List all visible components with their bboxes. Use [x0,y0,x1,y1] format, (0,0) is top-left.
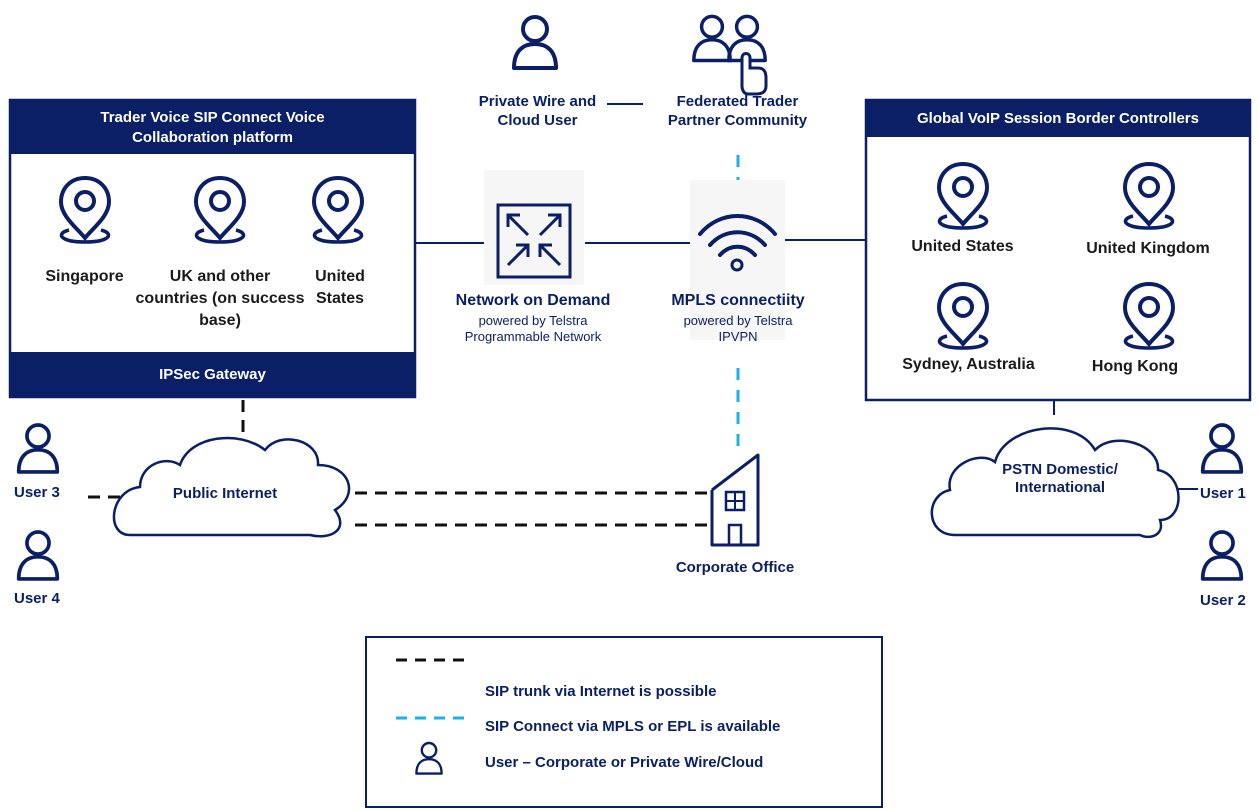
mpls-sub2: IPVPN [718,329,758,344]
location-us-right: United States [911,238,1014,255]
user-1-label: User 1 [1200,485,1246,502]
internet-dashed-links [88,400,712,527]
corporate-office-label: Corporate Office [675,559,795,576]
user-2-label: User 2 [1200,592,1246,609]
network-on-demand-icon [484,170,584,285]
legend-box [365,636,883,808]
location-us-left: United States [315,268,365,307]
user-3-label: User 3 [14,484,60,501]
location-uk: UK and other countries (on success base) [135,268,305,329]
federated-community-icon [692,14,768,96]
legend-black-dash-label: SIP trunk via Internet is possible [485,683,717,700]
ipsec-gateway-label: IPSec Gateway [159,366,266,383]
pstn-label-line2: International [1014,479,1105,496]
sbc-header-bar [866,100,1250,137]
public-internet-cloud [112,436,351,538]
sbc-title: Global VoIP Session Border Controllers [916,110,1199,127]
private-wire-label: Private Wire and Cloud User [478,93,597,129]
platform-header-bar [10,100,415,154]
nod-sub1: powered by Telstra [478,313,588,328]
platform-title: Trader Voice SIP Connect Voice Collabora… [100,109,325,146]
legend-user-label: User – Corporate or Private Wire/Cloud [485,754,764,771]
location-sydney: Sydney, Australia [902,356,1035,373]
location-uk-right: United Kingdom [1086,240,1210,257]
mpls-sub1: powered by Telstra [683,313,793,328]
sbc-box [864,98,1252,402]
pstn-label-line1: PSTN Domestic/ [1002,461,1118,478]
user-3-icon [16,423,60,474]
nod-title: Network on Demand [455,292,611,309]
user-2-icon [1200,530,1244,581]
user-4-icon [16,530,60,581]
federated-label: Federated Trader Partner Community [667,93,808,129]
corporate-office-icon [710,453,760,547]
user-1-icon [1200,423,1244,474]
location-singapore: Singapore [45,268,124,285]
user-4-label: User 4 [14,590,60,607]
solid-links [416,103,1198,490]
pstn-cloud [930,427,1180,539]
ipsec-gateway-bar [10,352,415,397]
location-hong-kong: Hong Kong [1091,358,1179,375]
platform-box [8,98,417,399]
private-wire-user-icon [512,15,558,70]
mpls-wifi-icon [690,180,785,340]
mpls-title: MPLS connectiity [671,292,805,309]
nod-sub2: Programmable Network [464,329,602,344]
legend-blue-dash-label: SIP Connect via MPLS or EPL is available [485,718,781,735]
public-internet-label: Public Internet [172,485,278,502]
